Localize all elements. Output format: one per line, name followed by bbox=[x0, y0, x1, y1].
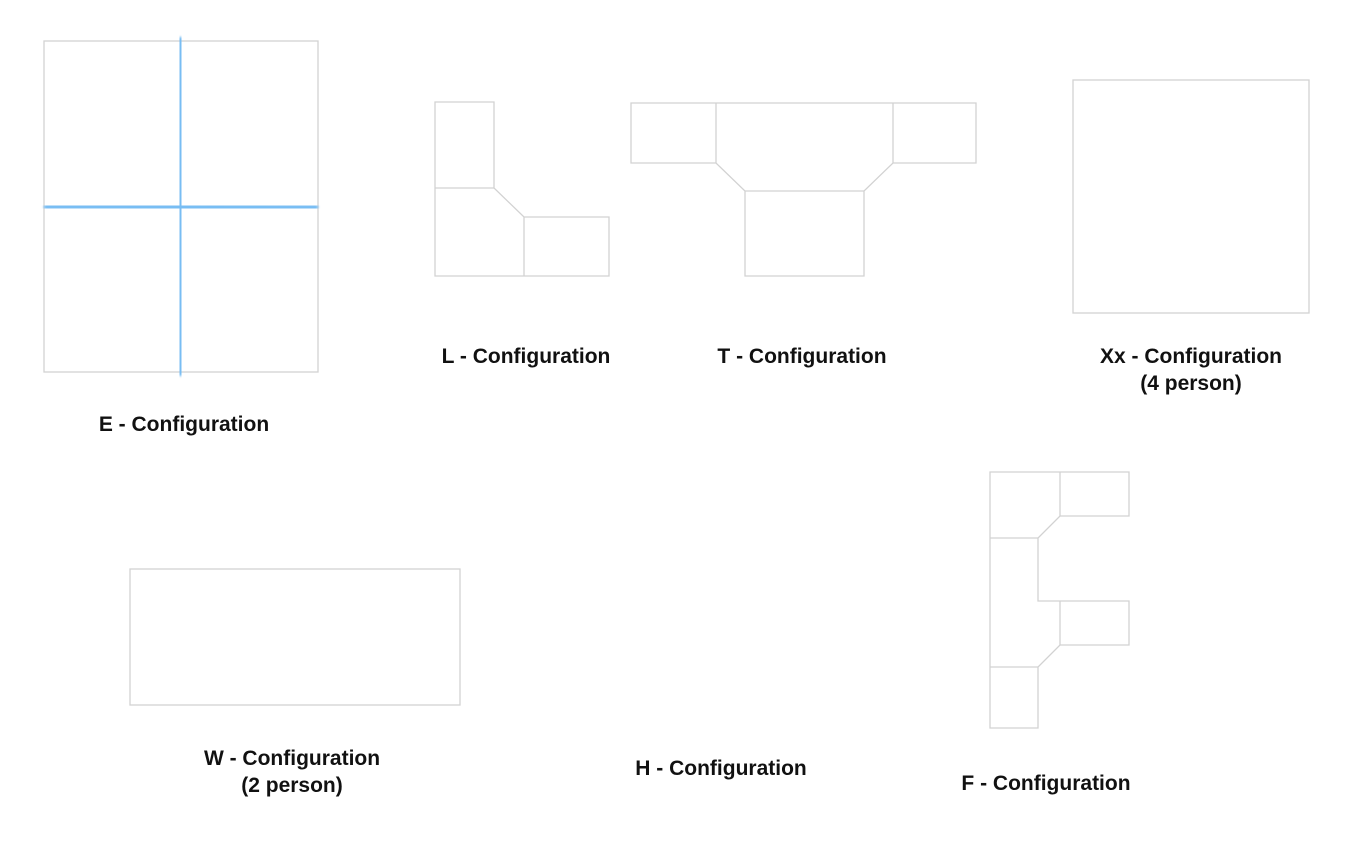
w-configuration-title: W - Configuration bbox=[203, 747, 381, 770]
f-configuration-title: F - Configuration bbox=[961, 772, 1131, 795]
l-configuration-label: L - Configuration bbox=[396, 343, 656, 370]
l-configuration-figure bbox=[431, 101, 610, 280]
xx-configuration-figure bbox=[1070, 78, 1313, 317]
t-configuration-figure bbox=[630, 99, 977, 277]
t-desk-outline bbox=[630, 102, 977, 277]
xx-configuration-subtitle: (4 person) bbox=[1140, 372, 1242, 395]
l-desk-outline bbox=[434, 101, 610, 277]
w-configuration-figure bbox=[126, 568, 464, 709]
w-configuration-subtitle: (2 person) bbox=[241, 774, 343, 797]
e-configuration-figure bbox=[42, 36, 319, 377]
xx-configuration-label: Xx - Configuration (4 person) bbox=[1061, 343, 1321, 397]
h-configuration-title: H - Configuration bbox=[635, 757, 807, 780]
t-configuration-label: T - Configuration bbox=[672, 343, 932, 370]
f-configuration-label: F - Configuration bbox=[916, 770, 1176, 797]
t-configuration-title: T - Configuration bbox=[717, 345, 887, 368]
h-configuration-label: H - Configuration bbox=[591, 755, 851, 782]
e-configuration-title: E - Configuration bbox=[98, 413, 270, 436]
e-configuration-label: E - Configuration bbox=[54, 411, 314, 438]
l-configuration-title: L - Configuration bbox=[441, 345, 611, 368]
w-configuration-label: W - Configuration (2 person) bbox=[162, 745, 422, 799]
e-partition-spine bbox=[176, 36, 185, 377]
f-configuration-figure bbox=[986, 468, 1130, 730]
h-configuration-figure bbox=[643, 558, 784, 721]
xx-configuration-title: Xx - Configuration bbox=[1100, 345, 1282, 368]
